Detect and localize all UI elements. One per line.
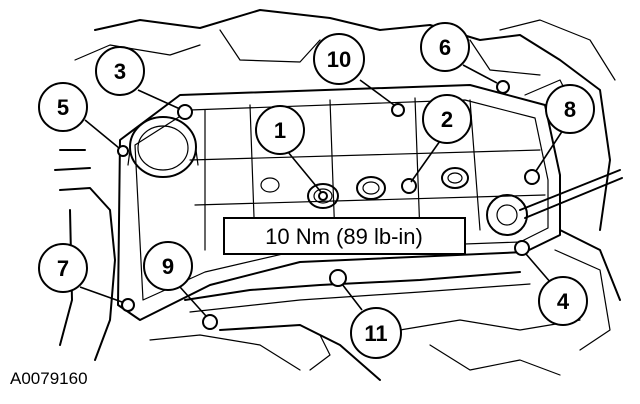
leader-9	[179, 286, 207, 317]
leader-4	[525, 253, 552, 284]
callout-11: 11	[350, 307, 402, 359]
callout-3: 3	[95, 46, 145, 96]
callout-1-label: 1	[274, 118, 286, 143]
callout-4-label: 4	[557, 289, 570, 314]
callout-11-label: 11	[364, 321, 387, 346]
bolt-10	[391, 103, 405, 117]
leader-10	[359, 79, 395, 106]
callout-4: 4	[538, 276, 588, 326]
leader-3	[137, 89, 181, 110]
bolt-3	[177, 104, 193, 120]
figure-id: A0079160	[10, 369, 88, 388]
bolt-1	[318, 191, 328, 201]
callout-2: 2	[422, 94, 472, 144]
callout-9: 9	[143, 241, 193, 291]
callout-10: 10	[313, 33, 365, 85]
bolt-8	[524, 169, 540, 185]
bolts	[117, 80, 540, 330]
callout-8: 8	[545, 84, 595, 134]
leader-7	[79, 286, 123, 303]
bolt-6	[496, 80, 510, 94]
leader-1	[287, 151, 322, 193]
torque-spec-box: 10 Nm (89 lb-in)	[223, 217, 466, 255]
bolt-9	[202, 314, 218, 330]
leader-2	[410, 140, 441, 183]
leader-lines	[79, 64, 564, 317]
leader-8	[535, 129, 564, 172]
callout-9-label: 9	[162, 254, 174, 279]
callout-5-label: 5	[57, 95, 69, 120]
leader-11	[341, 283, 363, 311]
callout-1: 1	[255, 105, 305, 155]
bolt-11	[329, 269, 347, 287]
callout-5: 5	[38, 82, 88, 132]
callout-2-label: 2	[441, 107, 453, 132]
callout-6: 6	[420, 22, 470, 72]
bolt-4	[514, 240, 530, 256]
bolt-2	[401, 178, 417, 194]
torque-spec-text: 10 Nm (89 lb-in)	[265, 224, 423, 249]
leader-6	[462, 64, 498, 84]
callout-10-label: 10	[327, 47, 351, 72]
bolt-7	[121, 298, 135, 312]
callout-7-label: 7	[57, 256, 69, 281]
callout-3-label: 3	[114, 59, 126, 84]
callout-6-label: 6	[439, 35, 451, 60]
callout-8-label: 8	[564, 97, 576, 122]
leader-5	[84, 119, 120, 149]
bolt-5	[117, 145, 129, 157]
callout-7: 7	[38, 243, 88, 293]
